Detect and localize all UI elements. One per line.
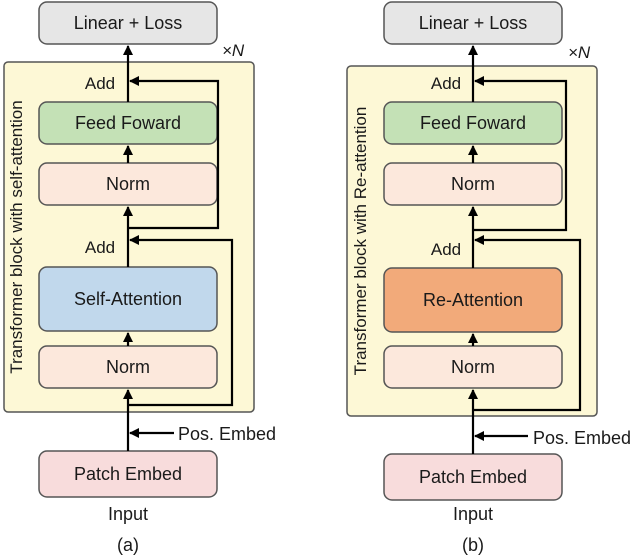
norm-top-label-a: Norm bbox=[106, 174, 150, 194]
patch-embed-label-a: Patch Embed bbox=[74, 464, 182, 484]
caption-a: (a) bbox=[117, 535, 139, 555]
add-top-a: Add bbox=[85, 74, 115, 93]
patch-embed-label-b: Patch Embed bbox=[419, 467, 527, 487]
residual-inner-b bbox=[473, 235, 582, 412]
norm-bottom-label-b: Norm bbox=[451, 357, 495, 377]
linear-loss-label-b: Linear + Loss bbox=[419, 13, 528, 33]
residual-outer-b bbox=[473, 76, 568, 232]
add-bottom-a: Add bbox=[85, 238, 115, 257]
repeat-label-b: ×N bbox=[568, 43, 591, 62]
feed-forward-label-a: Feed Foward bbox=[75, 113, 181, 133]
connectors-a bbox=[123, 45, 234, 451]
panel-b: Linear + Loss ×N Add Feed Foward Norm Ad… bbox=[346, 1, 631, 555]
panel-a: Linear + Loss ×N Add Feed Foward Norm Ad… bbox=[3, 1, 276, 555]
self-attention-label-a: Self-Attention bbox=[74, 289, 182, 309]
repeat-label-a: ×N bbox=[222, 41, 245, 60]
input-label-a: Input bbox=[108, 504, 148, 524]
side-label-a: Transformer block with self-attention bbox=[7, 100, 26, 373]
connectors-b bbox=[468, 45, 582, 454]
norm-top-label-b: Norm bbox=[451, 174, 495, 194]
linear-loss-box-a bbox=[38, 1, 218, 45]
pos-embed-label-a: Pos. Embed bbox=[178, 424, 276, 444]
linear-loss-box-b bbox=[383, 1, 563, 45]
re-attention-label-b: Re-Attention bbox=[423, 290, 523, 310]
norm-bottom-label-a: Norm bbox=[106, 357, 150, 377]
feed-forward-label-b: Feed Foward bbox=[420, 113, 526, 133]
residual-outer-a bbox=[128, 76, 220, 230]
caption-b: (b) bbox=[462, 535, 484, 555]
residual-inner-a bbox=[128, 235, 234, 407]
pos-embed-label-b: Pos. Embed bbox=[533, 428, 631, 448]
side-label-b: Transformer block with Re-attention bbox=[351, 107, 370, 376]
add-bottom-b: Add bbox=[431, 240, 461, 259]
add-top-b: Add bbox=[431, 74, 461, 93]
linear-loss-label-a: Linear + Loss bbox=[74, 13, 183, 33]
input-label-b: Input bbox=[453, 504, 493, 524]
